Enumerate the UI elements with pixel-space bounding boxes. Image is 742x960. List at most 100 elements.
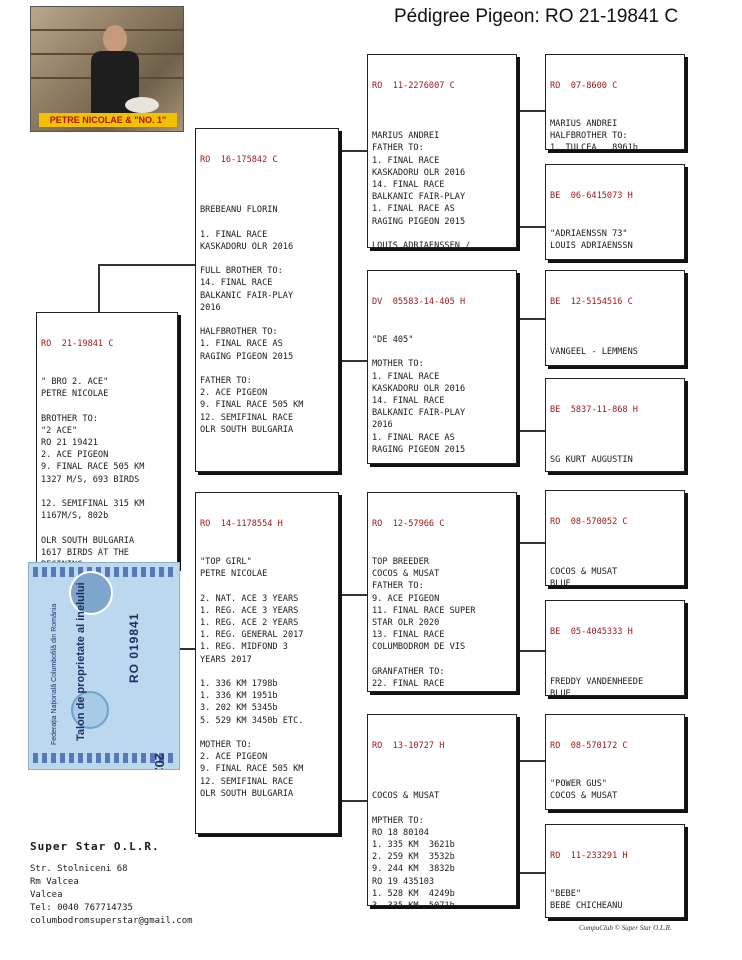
pedigree-line: PETRE NICOLAE [41, 388, 173, 400]
pedigree-line: SG KURT AUGUSTIN [550, 454, 680, 466]
software-credit: CompuClub © Super Star O.L.R. [579, 924, 672, 932]
pedigree-line [550, 334, 680, 346]
pedigree-line: 9. FINAL RACE 505 KM [200, 399, 334, 411]
dds-ring: RO 08-570172 C [550, 740, 680, 752]
pedigree-line: 3. 335 KM 5071b [372, 900, 512, 906]
sds-lines: VANGEEL - LEMMENS [550, 334, 680, 358]
pedigree-line [200, 216, 334, 228]
pedigree-line: RAGING PIGEON 2015 [372, 216, 512, 228]
pedigree-line: 3. 202 KM 5345b [200, 702, 334, 714]
pedigree-line: 9. FINAL RACE 505 KM [41, 461, 173, 473]
pedigree-line: 13. FINAL RACE [372, 629, 512, 641]
pedigree-line [200, 314, 334, 326]
pedigree-line: COCOS & MUSAT [550, 566, 680, 578]
pedigree-line [372, 118, 512, 130]
pedigree-line [200, 253, 334, 265]
dss-lines: COCOS & MUSATBLUE100 % GABYVANDENABEELE [550, 554, 680, 586]
card-ring-number: RO 019841 [127, 613, 141, 683]
pedigree-line: RO 21 19421 [41, 437, 173, 449]
pedigree-line [41, 522, 173, 534]
pedigree-line: 11. FINAL RACE SUPER [372, 605, 512, 617]
sire-sire-box: RO 11-2276007 C MARIUS ANDREIFATHER TO:1… [367, 54, 517, 248]
page-title: Pédigree Pigeon: RO 21-19841 C [394, 6, 678, 28]
pedigree-line: PETRE NICOLAE [200, 568, 334, 580]
sire-ring: RO 16-175842 C [200, 154, 334, 166]
dss-box: RO 08-570052 C COCOS & MUSATBLUE100 % GA… [545, 490, 685, 586]
pedigree-line: "ADRIAENSSN 73" [550, 228, 680, 240]
pedigree-line: KASKADORU OLR 2016 [372, 167, 512, 179]
ssd-ring: BE 06-6415073 H [550, 190, 680, 202]
pedigree-line: 2. NAT. ACE 3 YEARS [200, 593, 334, 605]
pedigree-line: 2. ACE PIGEON [200, 751, 334, 763]
pedigree-line: YEARS 2017 [200, 654, 334, 666]
pedigree-line: "BEBE" [550, 888, 680, 900]
pedigree-line [200, 666, 334, 678]
pedigree-line: FATHER TO: [200, 375, 334, 387]
breeder-figure [89, 25, 141, 125]
pedigree-line: BALKANIC FAIR-PLAY [372, 191, 512, 203]
footer-email[interactable]: columbodromsuperstar@gmail.com [30, 915, 193, 928]
footer-line: Str. Stolniceni 68 [30, 863, 193, 876]
pedigree-line [550, 912, 680, 918]
pedigree-line [550, 466, 680, 472]
pedigree-line: 14. FINAL RACE [200, 277, 334, 289]
sire-dam-ring: DV 05583-14-405 H [372, 296, 512, 308]
pedigree-line: COLUMBODROM DE VIS [372, 641, 512, 653]
sdd-ring: BE 5837-11-868 H [550, 404, 680, 416]
pedigree-line [550, 442, 680, 454]
sdd-lines: SG KURT AUGUSTIN100% GASTON VAN DEWOUWER [550, 442, 680, 472]
pedigree-line: 2016 [200, 302, 334, 314]
pedigree-line: 1617 BIRDS AT THE [41, 547, 173, 559]
pedigree-line [550, 664, 680, 676]
pedigree-line: 1. 335 KM 3621b [372, 839, 512, 851]
footer-contact: Super Star O.L.R. Str. Stolniceni 68 Rm … [30, 840, 193, 928]
dam-lines: "TOP GIRL"PETRE NICOLAE 2. NAT. ACE 3 YEA… [200, 556, 334, 800]
pedigree-line: MOTHER TO: [372, 358, 512, 370]
pedigree-line: 2. ACE PIGEON [200, 387, 334, 399]
sire-dam-box: DV 05583-14-405 H "DE 405"MOTHER TO:1. F… [367, 270, 517, 464]
pedigree-line [200, 363, 334, 375]
dss-ring: RO 08-570052 C [550, 516, 680, 528]
pedigree-line: "DE 405" [372, 334, 512, 346]
pedigree-line: LOUIS ADRIAENSSEN / [372, 240, 512, 248]
pedigree-line: 1327 M/S, 693 BIRDS [41, 474, 173, 486]
pedigree-line: COCOS & MUSAT [372, 790, 512, 802]
dds-lines: "POWER GUS"COCOS & MUSAT100 % GUS CRISTI… [550, 778, 680, 810]
dsd-lines: FREDDY VANDENHEEDEBLUE [550, 664, 680, 696]
pedigree-line [372, 228, 512, 240]
sds-box: BE 12-5154516 C VANGEEL - LEMMENS [545, 270, 685, 366]
pedigree-line [41, 486, 173, 498]
subject-box: RO 21-19841 C " BRO 2. ACE"PETRE NICOLAE… [36, 312, 178, 568]
pedigree-line: 1. 528 KM 4249b [372, 888, 512, 900]
pedigree-line: 12. SEMIFINAL 315 KM [41, 498, 173, 510]
pedigree-line: 1. REG. GENERAL 2017 [200, 629, 334, 641]
pedigree-line [200, 192, 334, 204]
pedigree-line: 2. 259 KM 3532b [372, 851, 512, 863]
pedigree-line: RAGING PIGEON 2015 [200, 351, 334, 363]
pedigree-line: "TOP GIRL" [200, 556, 334, 568]
pedigree-line [372, 778, 512, 790]
dam-dam-ring: RO 13-10727 H [372, 740, 512, 752]
pedigree-line: GRANFATHER TO: [372, 666, 512, 678]
sss-ring: RO 07-8600 C [550, 80, 680, 92]
card-year: 2021 [152, 753, 167, 770]
subject-ring: RO 21-19841 C [41, 338, 173, 350]
footer-line: Valcea [30, 889, 193, 902]
pedigree-line: " BRO 2. ACE" [41, 376, 173, 388]
pedigree-line: COCOS & MUSAT [550, 790, 680, 802]
pedigree-line [550, 554, 680, 566]
pedigree-line: FULL BROTHER TO: [200, 265, 334, 277]
pedigree-line [550, 802, 680, 810]
pedigree-line: BLUE [550, 688, 680, 696]
sdd-box: BE 5837-11-868 H SG KURT AUGUSTIN100% GA… [545, 378, 685, 472]
pedigree-line: 1. 336 KM 1798b [200, 678, 334, 690]
footer-org-name: Super Star O.L.R. [30, 840, 193, 853]
pedigree-line: 1167M/S, 802b [41, 510, 173, 522]
